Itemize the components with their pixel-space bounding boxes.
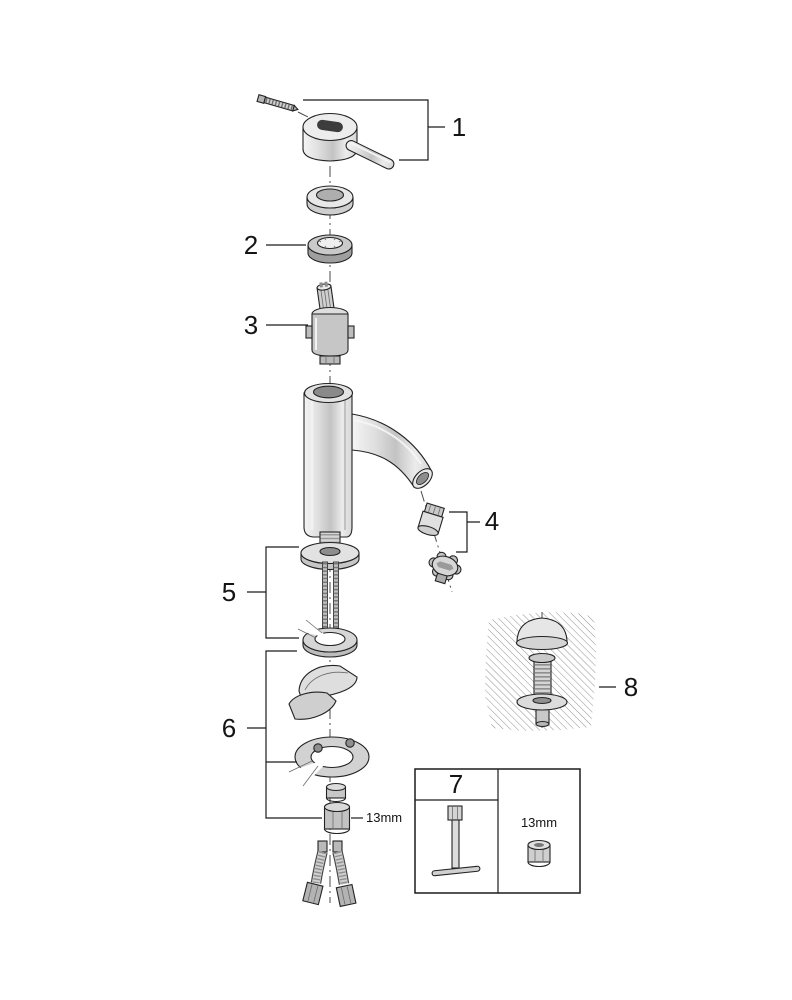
socket-tool	[431, 805, 481, 877]
mounting-wedge	[288, 664, 358, 720]
tool-nut-size-label: 13mm	[521, 815, 557, 830]
cartridge-body	[311, 313, 349, 357]
cartridge-stem	[316, 281, 336, 314]
handle-lever	[345, 140, 395, 170]
cartridge-tab-right	[347, 325, 355, 339]
tool-box: 7 13mm	[414, 768, 581, 894]
part-2-ring-hole	[316, 236, 344, 250]
part-3-cartridge	[305, 281, 355, 365]
cartridge-tab-left	[305, 325, 313, 339]
waste-washer	[528, 652, 556, 664]
horseshoe-washer	[297, 619, 358, 658]
handle-screw	[256, 93, 299, 112]
callout-5-label: 5	[222, 577, 236, 607]
escutcheon-ring	[306, 185, 354, 216]
part-6-group: 13mm 6	[222, 650, 402, 908]
faucet-body	[303, 382, 433, 538]
callout-6-bracket	[247, 650, 322, 819]
part-5-group: 5	[222, 531, 360, 658]
part-4-group: 4	[417, 502, 499, 585]
callout-4-label: 4	[485, 506, 499, 536]
callout-7-label: 7	[449, 769, 463, 799]
hex-nut-13mm	[323, 801, 351, 835]
base-seal-hole	[319, 546, 341, 557]
tool-hex-nut	[527, 839, 551, 868]
callout-8-label: 8	[624, 672, 638, 702]
nut-size-label: 13mm	[366, 810, 402, 825]
spout-outlet	[412, 468, 433, 489]
callout-5-bracket	[247, 546, 299, 639]
clamp-stud	[313, 743, 323, 753]
handle-cap-slot	[317, 119, 343, 133]
callout-1-bracket	[303, 99, 445, 161]
body-column	[303, 392, 353, 538]
hose-nut	[335, 883, 357, 908]
callout-6-label: 6	[222, 713, 236, 743]
aerator-mousseur	[417, 502, 445, 537]
callout-3-label: 3	[244, 310, 258, 340]
part-2-ring	[307, 234, 353, 264]
part-2-ring-notches	[317, 237, 343, 249]
callout-2-label: 2	[244, 230, 258, 260]
mounting-clamp	[288, 736, 370, 787]
hose-nut	[302, 881, 324, 906]
part-1-group: 1	[256, 93, 466, 170]
cartridge-base	[319, 355, 341, 365]
callout-4-bracket	[449, 511, 480, 553]
handle-cap	[302, 112, 358, 162]
aerator-key	[428, 551, 462, 585]
callout-1-label: 1	[452, 112, 466, 142]
small-nut	[325, 782, 347, 803]
part-8-group: 8	[485, 612, 638, 732]
clamp-stud	[345, 738, 355, 748]
escutcheon-ring-hole	[315, 188, 345, 202]
body-top-opening	[312, 385, 345, 399]
supply-hoses	[302, 840, 357, 908]
